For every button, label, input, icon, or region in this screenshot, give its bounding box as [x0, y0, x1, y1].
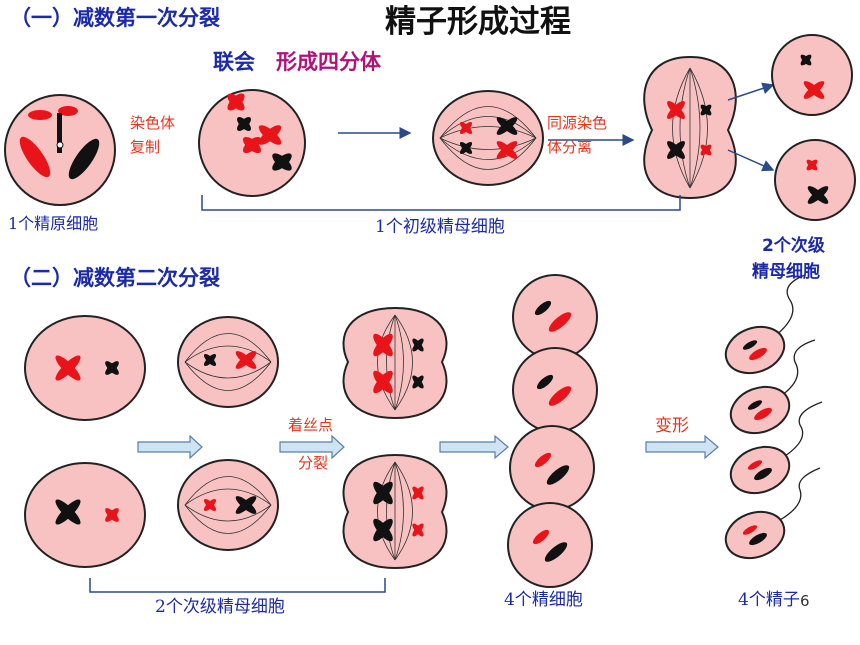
secondary-bottom-caption: 2个次级精母细胞: [155, 597, 285, 617]
spermatids-caption: 4个精细胞: [504, 590, 583, 610]
secondary-cell-2: [24, 462, 146, 568]
anaphase-ii-cell-1: [342, 306, 448, 420]
transform-label: 变形: [655, 416, 689, 436]
replicate-label-2: 复制: [130, 138, 161, 156]
sperm-cells: [724, 274, 823, 560]
secondary-cell-top-b: [774, 139, 856, 221]
section2-heading: （二）减数第二次分裂: [10, 266, 220, 290]
block-arrows: [137, 434, 719, 460]
secondary-top-caption-2: 精母细胞: [752, 262, 820, 282]
separate-label-1: 同源染色: [547, 114, 608, 132]
sperm-caption: 4个精子: [738, 590, 800, 610]
secondary-bracket: [89, 578, 386, 593]
spermatid-cells: [507, 274, 598, 588]
page-number: 6: [800, 592, 810, 610]
secondary-cell-1: [24, 315, 146, 421]
metaphase-i-cell: [432, 90, 544, 186]
centromere-label-1: 着丝点: [288, 416, 334, 434]
spermatogonium-caption: 1个精原细胞: [8, 214, 99, 233]
metaphase-ii-cell-1: [177, 316, 279, 408]
anaphase-i-cell: [643, 55, 737, 200]
centromere-label-2: 分裂: [298, 454, 329, 472]
spermatogonium-cell: [4, 94, 116, 206]
primary-caption: 1个初级精母细胞: [375, 217, 505, 237]
tetrad-label: 形成四分体: [276, 50, 381, 74]
separate-label-2: 体分离: [547, 138, 593, 156]
secondary-cell-top-a: [771, 34, 853, 116]
section1-heading: （一）减数第一次分裂: [10, 6, 220, 30]
metaphase-ii-cell-2: [177, 459, 279, 551]
primary-bracket: [201, 195, 681, 211]
page-title: 精子形成过程: [385, 4, 571, 40]
replicate-label-1: 染色体: [130, 114, 176, 132]
anaphase-ii-cell-2: [342, 453, 448, 570]
replicated-cell: [198, 89, 306, 197]
secondary-top-caption-1: 2个次级: [762, 236, 825, 256]
synapsis-label: 联会: [213, 50, 255, 74]
